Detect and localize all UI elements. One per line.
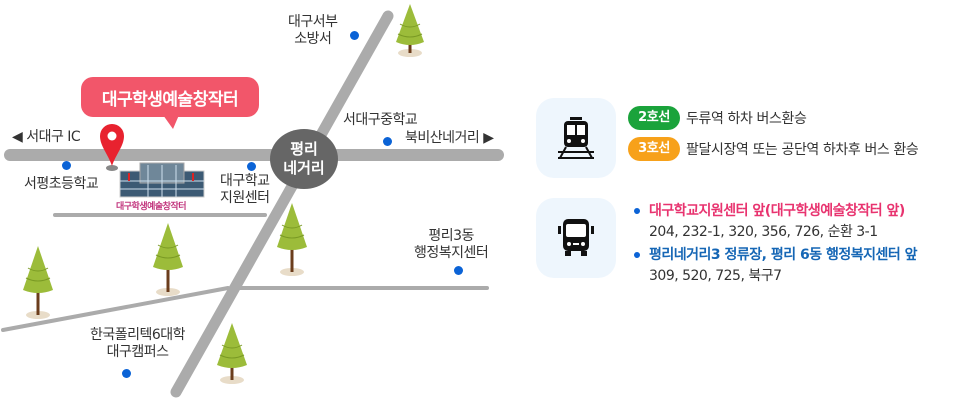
bus-routes: 309, 520, 725, 북구7 — [649, 268, 782, 284]
bus-stop-2: 평리네거리3 정류장, 평리 6동 행정복지센터 앞 309, 520, 725… — [634, 245, 918, 287]
tree-icon — [217, 323, 247, 384]
welfare-center-dot — [454, 266, 463, 275]
building-sign: 대구학생예술창작터 — [116, 202, 187, 212]
middle-school-label: 서대구중학교 — [343, 112, 418, 128]
train-icon — [558, 117, 594, 159]
location-pin-icon — [100, 124, 124, 171]
tree-icon — [396, 4, 424, 57]
tree-icons — [23, 4, 424, 384]
elementary-label: 서평초등학교 — [24, 176, 99, 192]
road-map — [1, 4, 504, 398]
support-center-dot — [247, 162, 256, 171]
building-icon — [119, 162, 205, 198]
bus-routes: 204, 232-1, 320, 356, 726, 순환 3-1 — [649, 224, 878, 240]
intersection-name-line2: 네거리 — [283, 159, 325, 177]
destination-callout: 대구학생예술창작터 — [81, 77, 259, 129]
elementary-dot — [62, 161, 71, 170]
west-ic-label: ◀ 서대구 IC — [12, 129, 81, 145]
bus-stop-name: 대구학교지원센터 앞(대구학생예술창작터 앞) — [649, 203, 905, 219]
intersection-name-line1: 평리 — [290, 140, 318, 158]
line-directions: 팔달시장역 또는 공단역 하차후 버스 환승 — [686, 142, 919, 158]
subway-line-3: 3호선 팔달시장역 또는 공단역 하차후 버스 환승 — [628, 137, 919, 161]
polytech-dot — [122, 369, 131, 378]
east-road-label: 북비산네거리 ▶ — [405, 130, 494, 146]
tree-icon — [23, 246, 53, 319]
bus-stop-name: 평리네거리3 정류장, 평리 6동 행정복지센터 앞 — [649, 247, 918, 263]
tree-icon — [277, 203, 307, 276]
middle-school-dot — [383, 137, 392, 146]
main-road-diagonal — [170, 10, 394, 398]
subway-line-2: 2호선 두류역 하차 버스환승 — [628, 106, 807, 130]
line-directions: 두류역 하차 버스환승 — [686, 111, 807, 127]
tree-icon — [153, 223, 183, 296]
side-road — [1, 286, 230, 332]
bus-icon-box — [536, 198, 616, 278]
bus-stop-1: 대구학교지원센터 앞(대구학생예술창작터 앞) 204, 232-1, 320,… — [634, 201, 905, 243]
line-badge: 3호선 — [628, 137, 680, 161]
subway-icon-box — [536, 98, 616, 178]
fire-station-dot — [350, 31, 359, 40]
line-badge: 2호선 — [628, 106, 680, 130]
bus-icon — [558, 219, 594, 256]
